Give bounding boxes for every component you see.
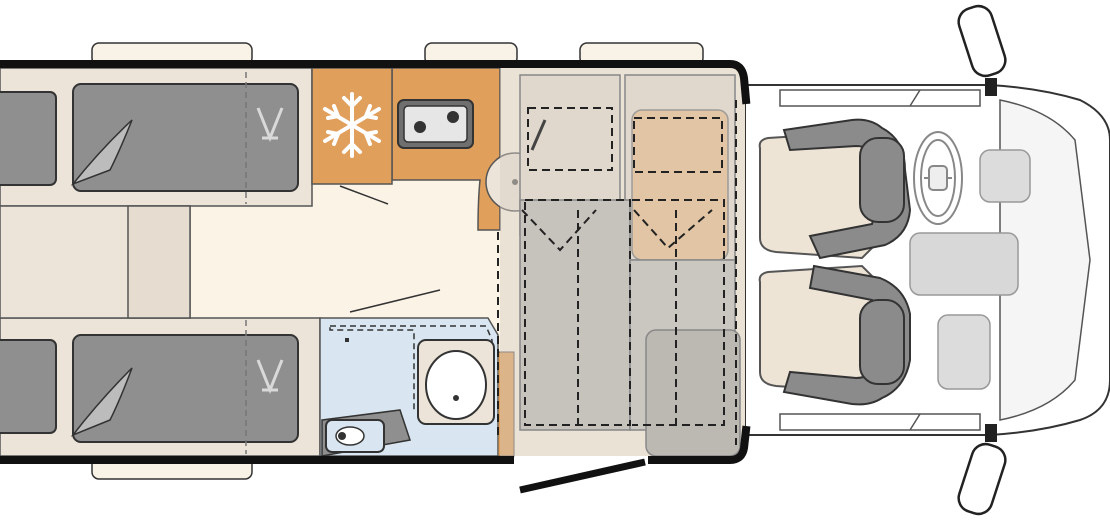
dinette-step <box>645 329 741 457</box>
cab-door-window-top <box>779 89 981 107</box>
dashboard-panel-top <box>979 149 1031 203</box>
washbasin-icon <box>325 419 385 453</box>
mirror-top <box>957 4 1007 96</box>
two-burner-hob-icon <box>397 99 474 149</box>
entry-door <box>519 458 646 494</box>
dinette-area <box>497 68 745 457</box>
bed-connector <box>0 205 191 319</box>
drop-down-bed-outline <box>497 100 737 445</box>
mirror-bottom <box>957 424 1007 516</box>
toilet-icon <box>417 339 495 425</box>
dinette-table <box>519 199 631 431</box>
snowflake-icon <box>323 92 381 158</box>
dashboard-panel-bottom <box>937 314 991 390</box>
rear-bed-bottom <box>0 317 321 457</box>
dashboard-console <box>909 232 1019 296</box>
kitchen <box>311 67 545 231</box>
rear-bed-top <box>0 67 313 207</box>
exterior-walls <box>0 60 751 464</box>
passenger-seat <box>758 264 911 406</box>
driver-seat <box>758 118 912 260</box>
washroom <box>319 289 515 457</box>
steering-wheel-icon <box>913 131 963 225</box>
cab <box>744 4 1110 516</box>
cab-door-window-bottom <box>779 413 981 431</box>
